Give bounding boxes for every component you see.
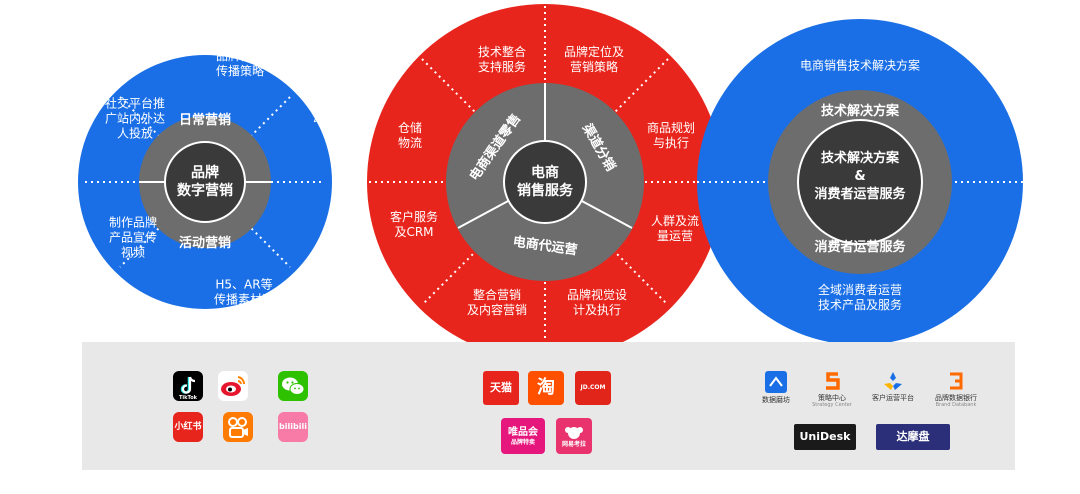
tiktok-logo: TikTok	[173, 371, 203, 401]
left-outer-h5-ar: H5、AR等 传播素材及 互动载体	[213, 277, 275, 322]
unidesk-text: UniDesk	[799, 430, 851, 443]
center-core	[503, 140, 587, 224]
xiaohongshu-text: 小红书	[174, 422, 202, 432]
left-outer-video: 制作品牌 产品宣传 视频	[108, 215, 158, 260]
weibo-logo	[218, 371, 248, 401]
celue-zhongxin-sub: Strategy Center	[812, 402, 852, 408]
unidesk-logo: UniDesk	[794, 424, 856, 450]
center-core-label: 电商 销售服务	[517, 165, 573, 199]
right-core-label: 技术解决方案 & 消费者运营服务	[814, 151, 906, 202]
center-outer-brand-position: 品牌定位及 营销策略	[563, 45, 625, 74]
jd-text: JD.COM	[580, 384, 606, 391]
celue-zhongxin-icon	[826, 372, 840, 390]
bilibili-text: bilibili	[279, 422, 307, 431]
tiktok-icon: TikTok	[179, 376, 198, 401]
pinpai-shuju-icon	[950, 372, 963, 390]
vip-logo: 唯品会 品牌特卖	[501, 418, 545, 454]
right-top-text: 电商销售技术解决方案	[799, 58, 921, 73]
center-outer-product-planning: 商品规划 与执行	[646, 121, 696, 150]
jd-logo: JD.COM	[575, 371, 611, 405]
right-ring-top-label: 技术解决方案	[820, 104, 900, 119]
left-core-label: 品牌 数字营销	[177, 165, 233, 199]
shuju-mofang-text: 数据磨坊	[762, 396, 790, 404]
pinpai-shuju-sub: Brand Databank	[935, 402, 977, 408]
wechat-logo	[278, 371, 308, 401]
center-outer-integrated-marketing: 整合营销 及内容营销	[466, 288, 528, 317]
weibo-icon	[221, 376, 246, 396]
center-outer-brand-visual: 品牌视觉设 计及执行	[566, 288, 628, 317]
kehu-yunying-icon	[884, 372, 902, 390]
left-outer-social-ads: 社交平台推 广站内外达 人投放	[104, 96, 166, 141]
celue-zhongxin-text: 策略中心	[818, 394, 846, 402]
pinpai-shuju-logo: 品牌数据银行 Brand Databank	[928, 370, 984, 408]
right-bottom-text: 全域消费者运营 技术产品及服务	[817, 283, 903, 312]
kuaishou-logo	[223, 412, 253, 442]
bilibili-logo: bilibili	[278, 412, 308, 442]
kuaishou-icon	[228, 417, 248, 438]
logo-band	[82, 342, 1015, 470]
center-outer-customer-service: 客户服务 及CRM	[389, 210, 439, 239]
damopan-logo: 达摩盘	[876, 424, 950, 450]
celue-zhongxin-logo: 策略中心 Strategy Center	[810, 370, 854, 408]
center-outer-crowd-traffic: 人群及流 量运营	[650, 214, 700, 243]
left-ring-top-label: 日常营销	[178, 113, 232, 128]
shuju-mofang-logo: 数据磨坊	[758, 370, 794, 404]
right-ring-bottom-label: 消费者运营服务	[814, 240, 906, 255]
center-outer-tech-integration: 技术整合 支持服务	[477, 45, 527, 74]
left-outer-brand-spread: 品牌营销 传播策略	[215, 49, 265, 78]
tmall-text: 天猫	[490, 381, 512, 394]
taobao-logo: 淘	[528, 371, 564, 405]
center-outer-warehouse: 仓储 物流	[397, 121, 423, 150]
kaola-logo: 网易考拉	[556, 418, 592, 454]
kaola-text: 网易考拉	[561, 440, 586, 448]
left-outer-ecommerce-content: 电商 站内外 内容营销 及直播	[323, 206, 373, 265]
kehu-yunying-logo: 客户运营平台	[866, 370, 920, 402]
vip-text: 唯品会	[508, 426, 538, 438]
left-core	[164, 141, 246, 223]
pinpai-shuju-text: 品牌数据银行	[935, 394, 977, 402]
tiktok-text: TikTok	[179, 395, 198, 401]
kaola-icon	[565, 426, 583, 439]
left-ring-bottom-label: 活动营销	[178, 236, 232, 251]
tmall-logo: 天猫	[483, 371, 519, 405]
damopan-text: 达摩盘	[896, 430, 930, 443]
shuju-mofang-icon	[765, 371, 787, 393]
wechat-icon	[282, 377, 305, 395]
right-core	[797, 119, 923, 245]
kehu-yunying-text: 客户运营平台	[872, 394, 914, 402]
taobao-text: 淘	[537, 377, 555, 398]
left-outer-big-campaign: 大型营销活 动创意策略 及实施	[312, 96, 374, 141]
vip-sub-text: 品牌特卖	[510, 438, 535, 446]
xiaohongshu-logo: 小红书	[173, 412, 203, 442]
